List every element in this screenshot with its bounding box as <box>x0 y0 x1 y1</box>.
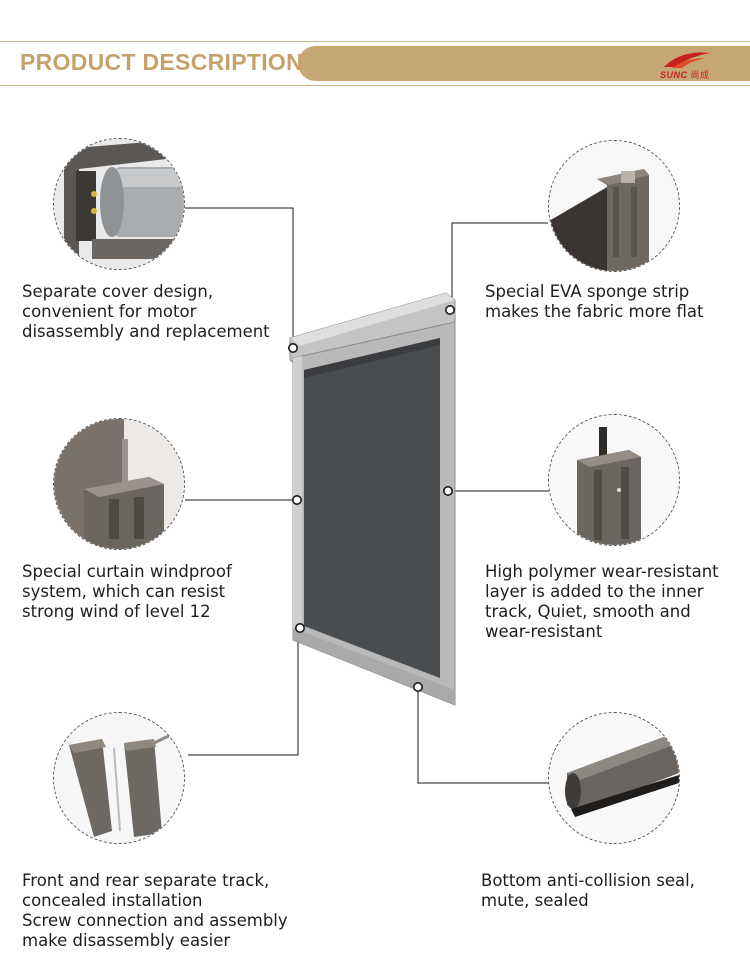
feature-cover-label: Separate cover design, convenient for mo… <box>22 282 270 341</box>
feature-track-label: Front and rear separate track, concealed… <box>22 871 288 950</box>
feature-wear-label: High polymer wear-resistant layer is add… <box>485 562 719 641</box>
brand-name: SUNC 尚成 <box>660 70 710 80</box>
connector-cover <box>185 207 294 348</box>
header-bottom-rule <box>0 85 750 86</box>
feature-windproof-label: Special curtain windproof system, which … <box>22 562 232 621</box>
page-title: PRODUCT DESCRIPTION <box>20 49 303 75</box>
feature-eva-label: Special EVA sponge strip makes the fabri… <box>485 282 704 321</box>
screen-fabric <box>304 338 440 678</box>
connector-lines <box>185 207 552 784</box>
feature-seal-label: Bottom anti-collision seal, mute, sealed <box>481 871 695 910</box>
thumb-motor-cover <box>53 138 185 270</box>
thumb-split-track <box>53 712 185 844</box>
window-frame <box>289 292 456 706</box>
connection-dots <box>287 304 455 692</box>
connector-track <box>188 628 299 756</box>
brand-logo-icon <box>664 52 710 68</box>
connector-seal <box>417 688 550 784</box>
connector-eva <box>451 222 548 310</box>
thumb-bottom-seal <box>548 712 680 844</box>
thumb-windproof <box>53 418 185 550</box>
header-top-rule <box>0 41 750 42</box>
thumb-eva-strip <box>548 140 680 272</box>
thumb-wear-track <box>548 414 680 546</box>
